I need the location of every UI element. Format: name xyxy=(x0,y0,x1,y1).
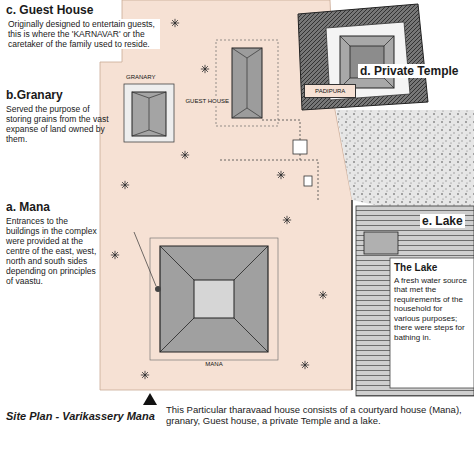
granary-plinth xyxy=(124,84,174,142)
callout-heading: The Lake xyxy=(394,262,437,274)
callout-note: A fresh water source that met the requir… xyxy=(394,276,470,342)
temple-enclosure xyxy=(298,4,428,110)
mana-roof xyxy=(160,246,268,352)
leader-line xyxy=(134,232,156,286)
callout-heading: d. Private Temple xyxy=(358,64,460,78)
lake-water xyxy=(390,258,474,388)
granary-roof xyxy=(132,92,166,136)
callout-heading: e. Lake xyxy=(420,214,465,228)
granary-ridge xyxy=(132,92,166,136)
granary-box: GRANARY xyxy=(132,92,166,136)
mana-plinth xyxy=(150,238,278,360)
padipura-box: PADIPURA xyxy=(304,84,356,98)
callout-heading: a. Mana xyxy=(6,200,50,214)
small-shrine xyxy=(304,176,312,186)
well xyxy=(293,140,307,154)
bathing-shed xyxy=(364,232,398,254)
building-label: MANA xyxy=(205,361,222,367)
callout-note: Entrances to the buildings in the comple… xyxy=(6,216,98,286)
callout-heading: b.Granary xyxy=(6,88,63,102)
entrance-dot xyxy=(155,286,161,292)
temple-ridges xyxy=(340,36,394,88)
boundary-wall xyxy=(351,200,353,390)
lake-ghats xyxy=(356,206,474,396)
mana-hips xyxy=(160,246,268,352)
guest-house-ridge xyxy=(232,48,262,118)
guest-house-roof xyxy=(232,48,262,118)
mana-courtyard xyxy=(194,280,234,318)
trees xyxy=(111,19,327,379)
building-label: GUEST HOUSE xyxy=(185,98,229,104)
mana-box: MANA xyxy=(160,246,268,352)
callout-heading: c. Guest House xyxy=(6,3,93,17)
plan-caption: This Particular tharavaad house consists… xyxy=(166,404,466,426)
plan-title: Site Plan - Varikassery Mana xyxy=(6,410,156,423)
building-label: PADIPURA xyxy=(315,88,345,94)
marker-triangle xyxy=(143,393,157,405)
callout-note: Originally designed to entertain guests,… xyxy=(6,19,160,49)
pathways xyxy=(220,120,318,200)
callout-note: Served the purpose of storing grains fro… xyxy=(6,104,116,144)
building-label: GRANARY xyxy=(126,74,156,80)
temple-roof xyxy=(340,36,394,88)
guest-house-plinth xyxy=(216,40,278,126)
guest-house-box: GUEST HOUSE xyxy=(232,48,262,118)
